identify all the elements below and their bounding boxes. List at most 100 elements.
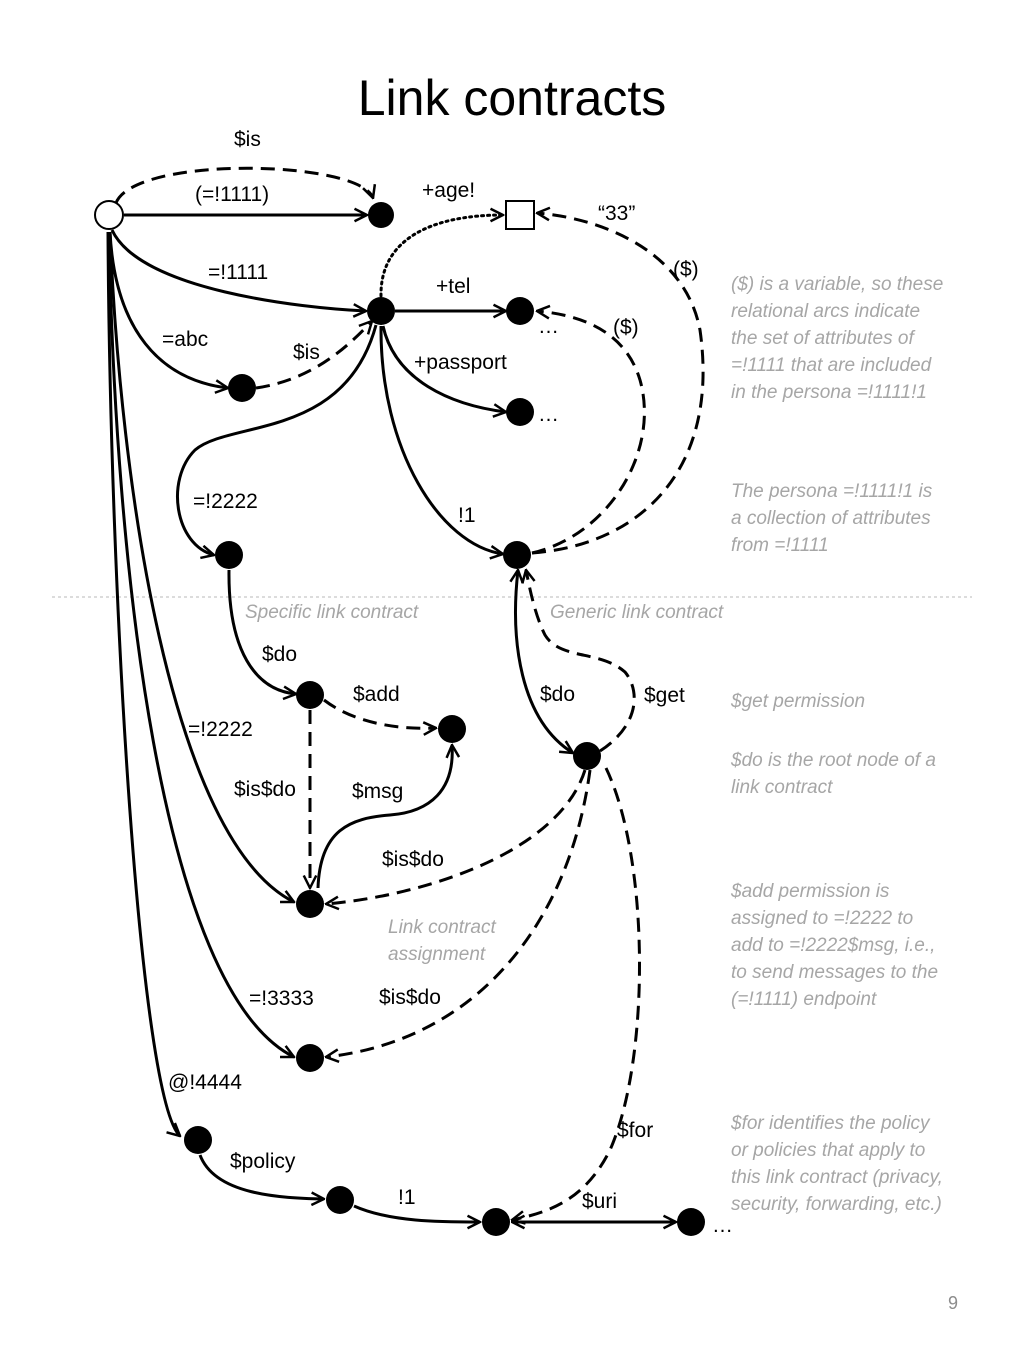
label-1111: =!1111 <box>208 261 268 284</box>
note-persona-line: The persona =!1111!1 is <box>731 481 933 502</box>
node-2222-mid <box>296 890 324 918</box>
arc-do-left <box>227 569 296 694</box>
note-do-line: link contract <box>731 777 833 798</box>
label-4444: @!4444 <box>168 1071 242 1094</box>
label-msg: $msg <box>352 780 403 803</box>
label-uri: $uri <box>582 1190 617 1213</box>
note-add-line: (=!1111) endpoint <box>731 989 877 1010</box>
label-get: $get <box>644 684 685 707</box>
label-bang1-top: !1 <box>458 504 476 527</box>
node-uri <box>677 1208 705 1236</box>
arc-abc <box>108 231 228 388</box>
note-variable-line: relational arcs indicate <box>731 301 920 322</box>
node-do-right <box>573 742 601 770</box>
label-for: $for <box>617 1119 653 1142</box>
arcs <box>106 166 705 1222</box>
arc-msg <box>316 745 452 889</box>
label-var1: ($) <box>673 258 699 281</box>
label-ellipsis-passport: … <box>538 403 559 426</box>
arc-var2 <box>531 311 646 555</box>
label-abc: =abc <box>162 328 208 351</box>
label-generic-contract: Generic link contract <box>550 602 724 623</box>
node-policy <box>326 1186 354 1214</box>
arc-2222-top <box>176 324 378 555</box>
label-ellipsis-tel: … <box>538 315 559 338</box>
note-persona-line: a collection of attributes <box>731 508 931 529</box>
arc-get <box>526 570 636 753</box>
section-labels: Specific link contract Generic link cont… <box>245 602 724 965</box>
arc-age <box>379 215 505 298</box>
note-do-root: $do is the root node of a link contract <box>730 750 936 798</box>
note-variable-line: the set of attributes of <box>731 328 915 349</box>
label-3333: =!3333 <box>249 987 314 1010</box>
note-get-line: $get permission <box>730 691 865 712</box>
side-notes: ($) is a variable, so these relational a… <box>730 274 943 1215</box>
note-get-permission: $get permission <box>730 691 865 712</box>
label-root-self: (=!1111) <box>195 183 269 206</box>
label-specific-contract: Specific link contract <box>245 602 419 623</box>
label-is-top: $is <box>234 128 261 151</box>
note-add-line: add to =!2222$msg, i.e., <box>731 935 935 956</box>
label-2222-mid: =!2222 <box>188 718 253 741</box>
arc-passport <box>381 325 506 412</box>
note-add-permission: $add permission is assigned to =!2222 to… <box>730 881 938 1010</box>
node-tel <box>506 297 534 325</box>
label-do-right: $do <box>540 683 575 706</box>
arc-do-right <box>516 570 573 753</box>
node-bang1-top <box>503 541 531 569</box>
node-do-left <box>296 681 324 709</box>
arc-3333 <box>107 231 294 1059</box>
label-isdo-mid: $is$do <box>382 848 444 871</box>
arc-2222-mid <box>108 231 294 904</box>
arc-is-mid <box>255 321 372 390</box>
arc-bang1-bottom <box>353 1204 480 1222</box>
arc-4444 <box>106 231 180 1136</box>
label-isdo-low: $is$do <box>379 986 441 1009</box>
arc-labels: $is (=!1111) +age! “33” ($) =!1111 +tel … <box>162 128 733 1237</box>
arc-policy <box>198 1154 324 1199</box>
slide-title: Link contracts <box>358 70 666 126</box>
arc-isdo-mid <box>326 769 587 904</box>
nodes <box>94 200 705 1236</box>
label-passport: +passport <box>414 351 507 374</box>
label-age: +age! <box>422 179 475 202</box>
note-add-line: $add permission is <box>730 881 890 902</box>
node-3333 <box>296 1044 324 1072</box>
label-2222-top: =!2222 <box>193 490 258 513</box>
node-age-literal <box>505 200 535 230</box>
note-add-line: to send messages to the <box>731 962 938 983</box>
note-persona: The persona =!1111!1 is a collection of … <box>731 481 933 556</box>
arc-isdo-low <box>326 769 592 1057</box>
label-val33: “33” <box>598 202 635 225</box>
arc-var1 <box>531 213 705 555</box>
arc-is-top <box>114 166 373 204</box>
label-do-left: $do <box>262 643 297 666</box>
note-variable-line: ($) is a variable, so these <box>731 274 943 295</box>
arc-add <box>323 698 436 728</box>
label-is-mid: $is <box>293 341 320 364</box>
node-passport <box>506 398 534 426</box>
arc-1111 <box>110 229 366 311</box>
arc-for <box>512 767 642 1220</box>
note-variable-line: =!1111 that are included <box>731 355 933 376</box>
note-for-line: this link contract (privacy, <box>731 1167 943 1188</box>
label-policy: $policy <box>230 1150 296 1173</box>
note-persona-line: from =!1111 <box>731 535 829 556</box>
label-assignment-line2: assignment <box>388 944 486 965</box>
page-number: 9 <box>948 1293 958 1313</box>
node-add <box>438 715 466 743</box>
label-bang1-bottom: !1 <box>398 1186 416 1209</box>
label-tel: +tel <box>436 275 470 298</box>
label-assignment-line1: Link contract <box>388 917 496 938</box>
label-add: $add <box>353 683 400 706</box>
node-1111 <box>367 297 395 325</box>
note-for-line: security, forwarding, etc.) <box>731 1194 942 1215</box>
label-var2: ($) <box>613 316 639 339</box>
arc-bang1-top <box>379 325 503 554</box>
label-isdo-left: $is$do <box>234 778 296 801</box>
node-2222-top <box>215 541 243 569</box>
note-for-policy: $for identifies the policy or policies t… <box>730 1113 943 1215</box>
node-abc <box>228 374 256 402</box>
note-variable-line: in the persona =!1111!1 <box>731 382 927 403</box>
